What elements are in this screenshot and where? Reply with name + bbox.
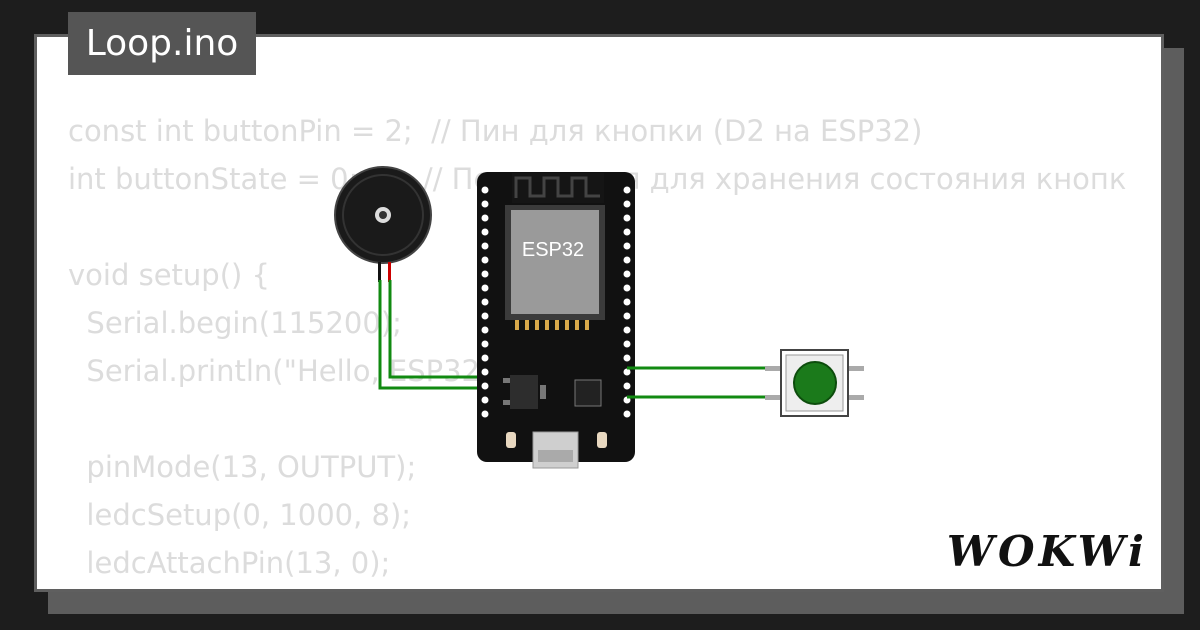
code-line: Serial.begin(115200); (68, 306, 402, 340)
board-label: ESP32 (522, 239, 584, 261)
file-tab[interactable]: Loop.ino (68, 12, 256, 75)
code-line: const int buttonPin = 2; // Пин для кноп… (68, 114, 923, 148)
wokwi-logo-icon: WOKWi (946, 527, 1148, 576)
esp32-board[interactable]: ESP32 (477, 172, 635, 469)
code-line: pinMode(13, OUTPUT); (68, 450, 417, 484)
usb-port-icon (532, 431, 579, 469)
pushbutton-icon[interactable] (765, 349, 864, 417)
code-line: ledcSetup(0, 1000, 8); (68, 498, 412, 532)
button-wires (627, 366, 790, 399)
buzzer-icon[interactable] (334, 166, 432, 282)
buzzer-wires (378, 280, 482, 390)
code-background: const int buttonPin = 2; // Пин для кноп… (68, 107, 1126, 587)
code-line: void setup() { (68, 258, 270, 292)
code-line: Serial.println("Hello, ESP32!"); (68, 354, 527, 388)
code-line: ledcAttachPin(13, 0); (68, 546, 391, 580)
